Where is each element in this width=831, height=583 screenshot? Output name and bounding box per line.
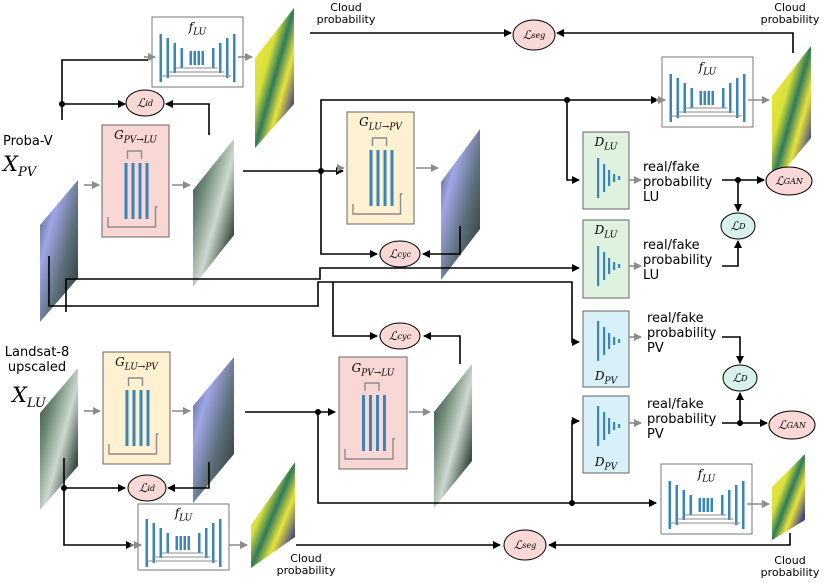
- f-lu-unet-top-right: [669, 74, 746, 122]
- discriminator-pv-box-2: [582, 395, 630, 474]
- discriminator-lu-box-2: [582, 219, 630, 299]
- d-lu-title-2: DLU: [594, 223, 618, 241]
- loss-seg-top: [512, 19, 556, 51]
- generator-art-pv-lu-top: [107, 150, 158, 228]
- cloud-map-bottom-right: [772, 454, 805, 540]
- generator-lu-to-pv-box-bottom: [102, 351, 171, 465]
- cycled-pv-image: [441, 129, 480, 280]
- cloud-map-top-right: [772, 46, 811, 185]
- cloud-map-top-left: [255, 8, 294, 148]
- discriminator-art-pv-1: [597, 321, 621, 361]
- discriminator-art-lu-2: [597, 246, 621, 286]
- f-lu-title-top-left: fLU: [188, 20, 207, 38]
- discriminator-art-lu-1: [597, 158, 621, 198]
- d-pv-title-2: DPV: [594, 455, 618, 473]
- generated-pv-image-bottom: [193, 357, 234, 503]
- discriminator-pv-box-1: [582, 310, 630, 388]
- generator-art-lu-pv-middle: [352, 137, 403, 215]
- loss-id-bottom: [127, 474, 167, 502]
- loss-gan-bottom: [768, 410, 816, 440]
- connection-lines: [48, 29, 794, 549]
- g-pv-lu-title-top: GPV→LU: [114, 128, 157, 146]
- loss-seg-bottom: [503, 529, 547, 561]
- generator-art-pv-lu-middle: [344, 382, 395, 460]
- f-lu-title-top-right: fLU: [698, 60, 717, 78]
- cycled-lu-image: [434, 364, 472, 508]
- loss-d-bottom: [722, 364, 758, 392]
- d-pv-title-1: DPV: [594, 369, 618, 387]
- generator-art-lu-pv-bottom: [108, 377, 159, 455]
- loss-cyc-bottom: [379, 322, 421, 350]
- discriminator-lu-box-1: [582, 131, 630, 210]
- g-lu-pv-title-bottom: GLU→PV: [115, 355, 158, 373]
- f-lu-title-bottom-right: fLU: [697, 467, 716, 485]
- generator-pv-to-lu-box-middle: [338, 356, 408, 470]
- gray-flow-arrows: [84, 53, 770, 549]
- proba-v-label: Proba-V: [3, 134, 53, 149]
- discriminator-art-pv-2: [597, 406, 621, 446]
- loss-gan-top: [765, 166, 813, 196]
- generator-pv-to-lu-box-top: [101, 124, 170, 238]
- f-lu-unet-bottom-right: [668, 481, 745, 529]
- landsat-label: Landsat-8 upscaled: [4, 345, 70, 375]
- loss-d-top: [720, 212, 756, 240]
- loss-cyc-top: [379, 240, 421, 268]
- g-lu-pv-title-middle: GLU→PV: [359, 115, 402, 133]
- x-lu-symbol: XLU: [12, 383, 46, 412]
- g-pv-lu-title-middle: GPV→LU: [351, 361, 395, 379]
- loss-id-top: [125, 89, 165, 117]
- generator-lu-to-pv-box-middle: [346, 111, 415, 225]
- f-lu-title-bottom-left: fLU: [174, 506, 193, 524]
- landsat-input-image: [40, 368, 78, 510]
- f-lu-unet-bottom-left: [145, 519, 222, 567]
- generated-lu-image-top: [193, 139, 234, 287]
- f-lu-unet-top-left: [159, 34, 236, 82]
- proba-v-input-image: [40, 180, 78, 322]
- d-lu-title-1: DLU: [594, 135, 618, 153]
- x-pv-symbol: XPV: [3, 152, 37, 181]
- cloud-map-bottom-left: [251, 462, 295, 568]
